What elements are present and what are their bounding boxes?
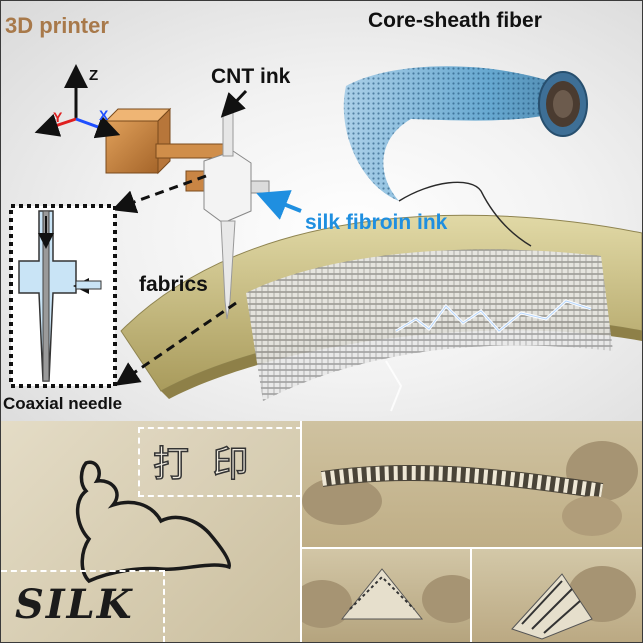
chinese-print-text: 打 印: [152, 443, 255, 486]
silk-print-box: [1, 570, 165, 642]
twisted-fiber-photo: [302, 421, 642, 547]
printed-mesh: [246, 249, 613, 401]
axis-x-label: X: [99, 107, 109, 123]
silk-print-text: SILK: [15, 581, 134, 628]
silk-ink-label: silk fibroin ink: [305, 211, 448, 234]
cnt-ink-label: CNT ink: [211, 65, 291, 88]
print-head-body: [203, 150, 252, 224]
photo-strip: 打 印 SILK: [1, 421, 642, 642]
printer-label: 3D printer: [5, 13, 109, 38]
axis-z-label: Z: [89, 67, 99, 84]
cnt-inlet: [222, 110, 234, 157]
schematic-drawing: [9, 64, 642, 412]
fiber-thread: [398, 181, 532, 247]
printer-arm: [155, 143, 227, 159]
chinese-print-box: [138, 427, 300, 497]
axis-y-label: Y: [53, 109, 63, 125]
schematic-panel: 3D printer Core-sheath fiber CNT ink sil…: [1, 1, 642, 421]
photo-divider-vertical-2: [470, 549, 472, 642]
needle-inset-box: [9, 204, 117, 388]
print-nozzle: [220, 220, 236, 320]
printer-block: [105, 120, 159, 174]
fiber-label: Core-sheath fiber: [368, 9, 542, 32]
crumpled-fabric-photo: [472, 549, 642, 642]
photo-divider-vertical: [300, 421, 302, 642]
printed-bird-pattern: [76, 460, 231, 584]
printed-fabric-photo: 打 印 SILK: [1, 421, 300, 642]
folded-fabric-photo: [302, 549, 470, 642]
photo-divider-horizontal: [302, 547, 642, 551]
needle-label: Coaxial needle: [3, 394, 123, 413]
fabrics-label: fabrics: [139, 273, 208, 296]
